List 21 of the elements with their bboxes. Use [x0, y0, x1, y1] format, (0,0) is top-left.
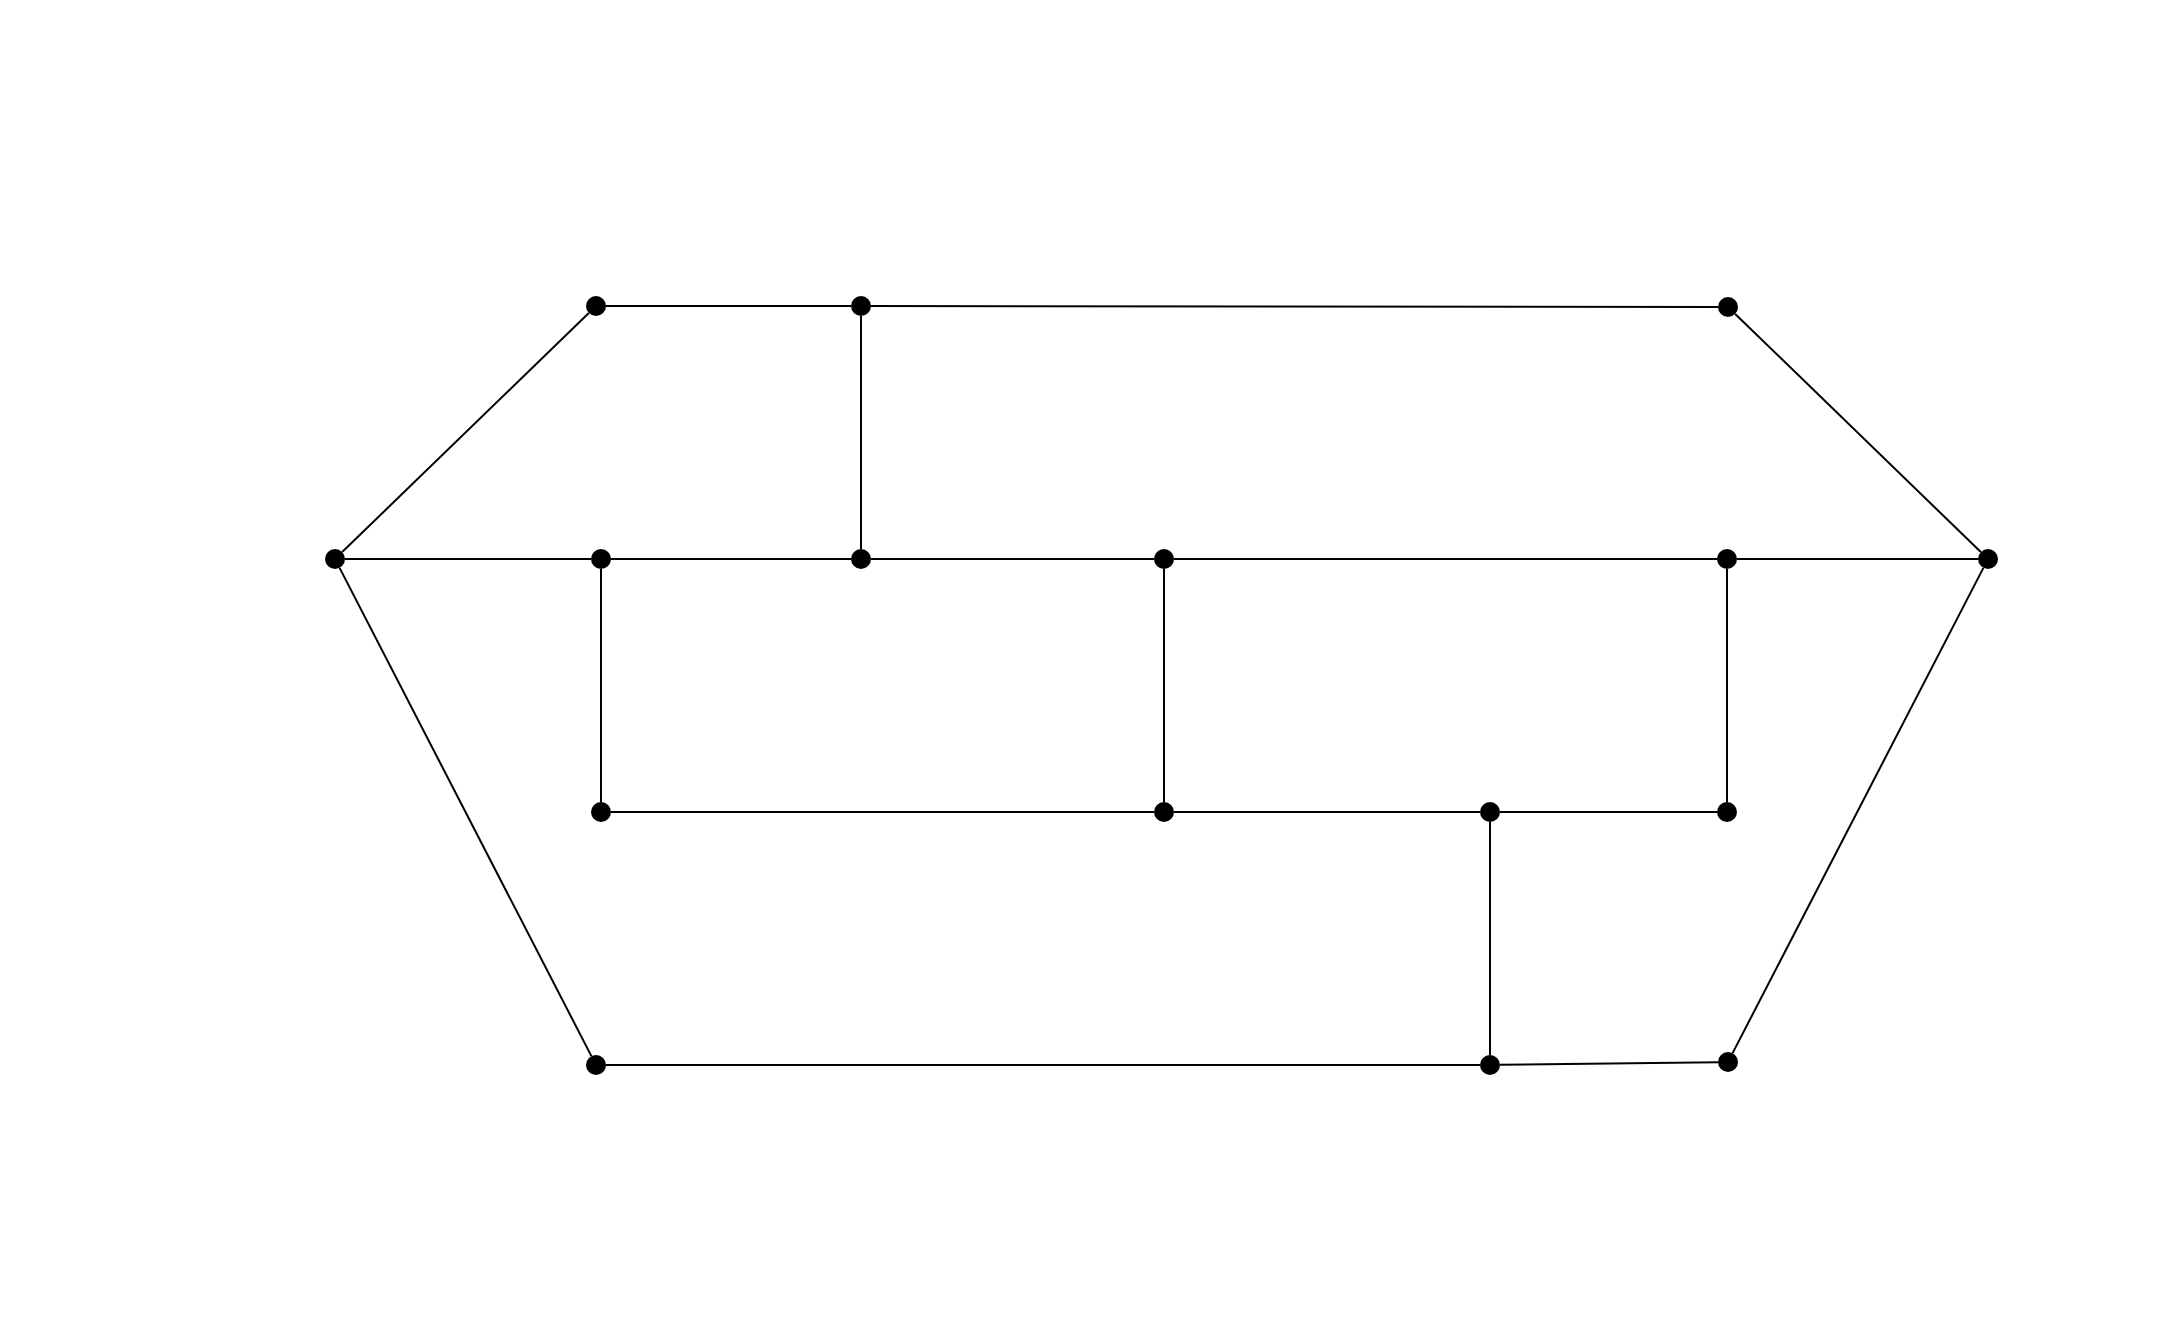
connector-line	[341, 311, 590, 554]
connector-line	[600, 568, 602, 803]
connector-line	[610, 811, 1155, 813]
connector-line	[870, 558, 1155, 560]
connector-line	[1726, 568, 1728, 803]
connector-line	[1173, 558, 1718, 560]
connector-line	[1163, 568, 1165, 803]
connector-line	[1736, 558, 1979, 560]
connector-line	[1499, 811, 1718, 813]
connector-line	[344, 558, 592, 560]
connector-line	[605, 305, 852, 307]
connector-line	[1499, 1061, 1719, 1066]
connector-line	[1731, 566, 1985, 1055]
connector-line	[1173, 811, 1481, 813]
connector-line	[338, 566, 593, 1058]
connector-line	[1734, 312, 1982, 554]
connector-line	[610, 558, 852, 560]
connector-line	[605, 1064, 1481, 1066]
connector-line	[1489, 821, 1491, 1056]
connector-line	[870, 305, 1719, 308]
connector-line	[860, 315, 862, 550]
